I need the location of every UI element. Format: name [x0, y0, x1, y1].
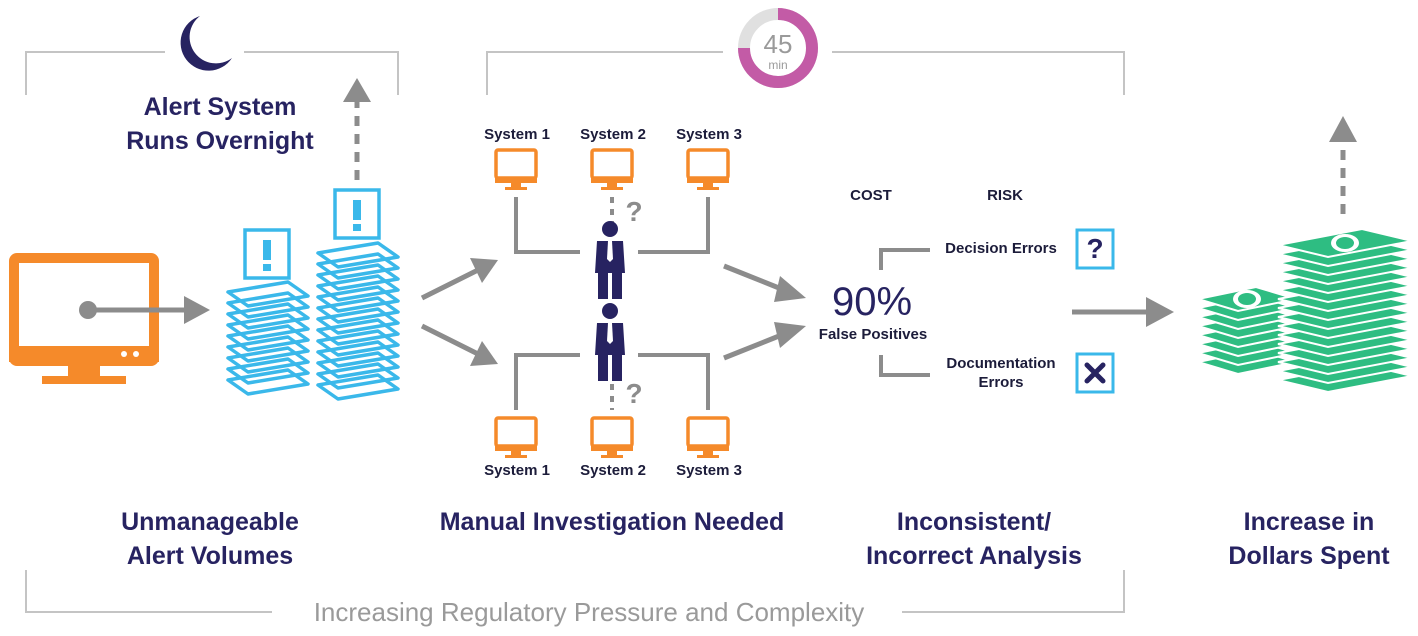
cost-label: COST — [850, 187, 892, 204]
close-icon — [1075, 352, 1115, 394]
stage1-title-line2: Alert Volumes — [126, 542, 294, 570]
stage1-subtitle: Alert System Runs Overnight — [100, 90, 340, 158]
person-icon — [595, 303, 625, 381]
to-analysis-arrows — [723, 263, 806, 361]
top-system-1-label: System 1 — [484, 126, 550, 143]
bottom-system-2-label: System 2 — [580, 462, 646, 479]
stage1-title-line1: Unmanageable — [121, 508, 299, 536]
question-mark-bottom: ? — [625, 378, 643, 409]
false-positive-label: False Positives — [818, 326, 928, 343]
analysis-brackets — [879, 248, 930, 377]
alert-icon — [243, 228, 291, 280]
stage2-bracket — [486, 51, 1125, 95]
stage2-title: Manual Investigation Needed — [439, 508, 785, 536]
top-monitors — [493, 148, 731, 192]
stage3-title: Inconsistent/ Incorrect Analysis — [840, 505, 1108, 573]
documentation-errors-line1: Documentation — [946, 355, 1056, 372]
footer-text: Increasing Regulatory Pressure and Compl… — [280, 597, 898, 627]
timer-value: 45 — [763, 29, 793, 59]
arrow-up-icon — [1329, 116, 1357, 214]
top-system-2-label: System 2 — [580, 126, 646, 143]
stage1-bracket — [25, 51, 399, 95]
alert-icon — [333, 188, 381, 240]
stage1-subtitle-line2: Runs Overnight — [126, 127, 314, 155]
question-icon — [1075, 228, 1115, 270]
decision-question-mark: ? — [1086, 233, 1104, 264]
timer-icon — [738, 8, 818, 88]
stage4-title: Increase in Dollars Spent — [1210, 505, 1408, 573]
stage1-subtitle-line1: Alert System — [143, 93, 297, 121]
top-system-3-label: System 3 — [676, 126, 742, 143]
bottom-connectors — [514, 353, 710, 410]
stage4-title-line1: Increase in — [1243, 508, 1375, 536]
top-connectors — [514, 197, 710, 254]
question-mark-top: ? — [625, 196, 643, 227]
decision-errors-label: Decision Errors — [945, 240, 1057, 257]
documentation-errors-label: Documentation Errors — [930, 354, 1072, 392]
alert-stack-small — [226, 280, 310, 396]
stage4-title-line2: Dollars Spent — [1228, 542, 1390, 570]
stage3-title-line1: Inconsistent/ — [896, 508, 1052, 536]
bottom-monitors — [493, 416, 731, 460]
false-positive-percent: 90% — [831, 280, 913, 324]
alert-stack-large — [316, 241, 400, 401]
money-icon — [1197, 227, 1413, 394]
monitor-icon — [9, 253, 159, 384]
stage3-title-line2: Incorrect Analysis — [866, 542, 1082, 570]
arrow-up-icon — [343, 78, 371, 180]
to-money-arrow — [1072, 297, 1174, 327]
monitor-to-stack-arrow — [79, 296, 210, 324]
footer-bracket — [25, 570, 1125, 613]
moon-icon — [180, 16, 232, 71]
to-investigation-arrows — [420, 258, 498, 366]
timer-unit: min — [768, 58, 788, 72]
bottom-system-1-label: System 1 — [484, 462, 550, 479]
person-icon — [595, 221, 625, 299]
documentation-errors-line2: Errors — [978, 374, 1024, 391]
bottom-system-3-label: System 3 — [676, 462, 742, 479]
stage1-title: Unmanageable Alert Volumes — [80, 505, 340, 573]
risk-label: RISK — [987, 187, 1023, 204]
